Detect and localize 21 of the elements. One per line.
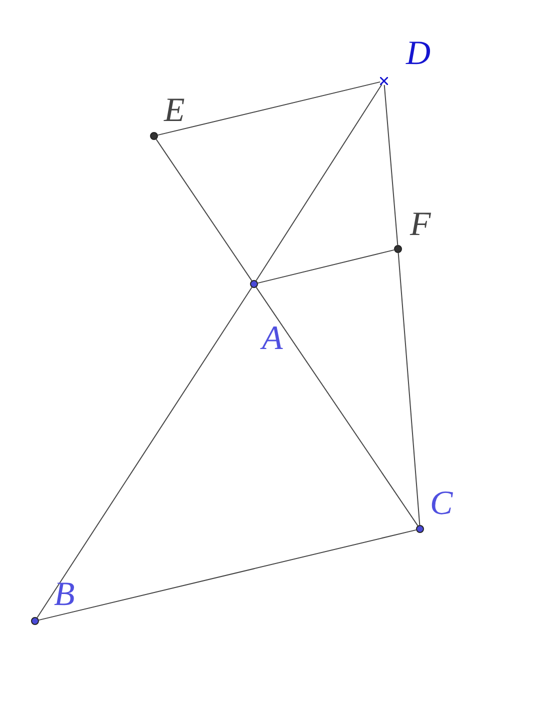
point-cross xyxy=(380,77,388,85)
point-dot xyxy=(150,132,158,140)
line-segment xyxy=(256,286,418,526)
line-segment xyxy=(257,249,395,284)
point-label: A xyxy=(262,322,283,356)
point-label: E xyxy=(164,94,185,128)
point-dot xyxy=(394,245,402,253)
line-segment xyxy=(157,81,381,136)
point-label: F xyxy=(410,208,431,242)
line-segment xyxy=(156,138,252,282)
point-label: B xyxy=(54,578,75,612)
point-label: C xyxy=(430,487,453,521)
line-segment xyxy=(256,84,382,282)
line-segment xyxy=(398,252,420,526)
point-dot xyxy=(416,525,424,533)
point-label: D xyxy=(406,37,431,71)
point-dot xyxy=(250,280,258,288)
line-segment xyxy=(38,529,417,621)
point-dot xyxy=(31,617,39,625)
line-segment xyxy=(36,286,252,618)
line-segment xyxy=(384,84,398,246)
